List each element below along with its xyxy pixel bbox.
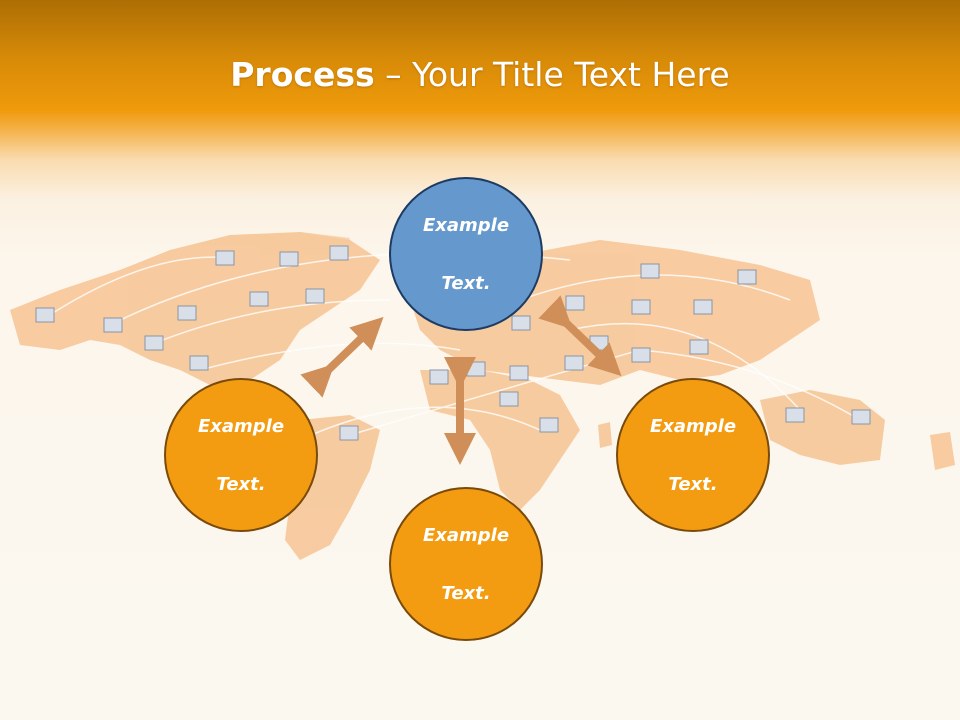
node-left-line2: Text. (216, 473, 266, 495)
title-rest-part: – Your Title Text Here (374, 55, 730, 94)
node-bottom-line2: Text. (441, 582, 491, 604)
node-left-line1: Example (197, 415, 285, 437)
title-bold-part: Process (230, 55, 375, 94)
node-right-line1: Example (649, 415, 737, 437)
node-top-line2: Text. (441, 272, 491, 294)
node-bottom-line1: Example (422, 524, 510, 546)
node-right-line2: Text. (668, 473, 718, 495)
node-top-line1: Example (422, 214, 510, 236)
slide-title: Process – Your Title Text Here (0, 52, 960, 98)
